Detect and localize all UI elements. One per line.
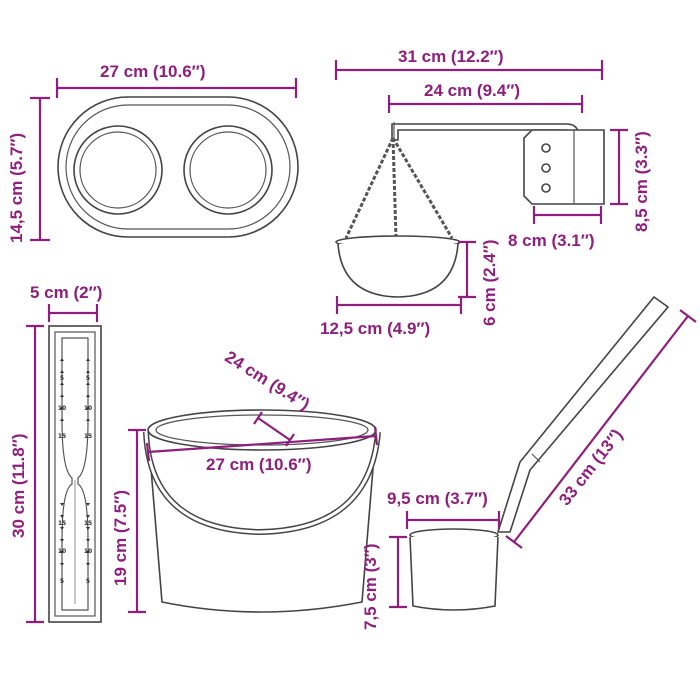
bracket-arm-dimension-line [387, 95, 584, 113]
hourglass-scale-mark: 5 [86, 375, 90, 382]
hourglass-tick-mark [60, 370, 64, 373]
tray-hole-right [183, 125, 273, 215]
cup-width-dimension-line [405, 511, 501, 529]
hourglass-width-dimension-line [47, 304, 99, 322]
hourglass-tick-mark [86, 394, 90, 397]
hourglass-tick-mark [86, 370, 90, 373]
ladle [409, 295, 670, 611]
tray-width-dimension-line [55, 78, 298, 98]
hourglass-scale-top: 5101551015 [58, 358, 92, 440]
hourglass-scale-mark: 15 [58, 520, 66, 527]
hourglass-tick-mark [60, 394, 64, 397]
hourglass-tick-mark [60, 503, 64, 506]
tray-width-label: 27 cm (10.6″) [100, 62, 206, 81]
bucket-inner-dimension-line [253, 411, 295, 447]
hourglass-tick-mark [60, 563, 64, 566]
plate-height-dimension-line [610, 128, 628, 206]
hourglass-tick-mark [86, 503, 90, 506]
bracket-total-dimension-line [334, 60, 604, 80]
hourglass-scale-mark: 5 [86, 578, 90, 585]
hourglass-scale-mark: 15 [58, 433, 66, 440]
hourglass-tick-mark [86, 563, 90, 566]
hourglass-tick-mark [60, 358, 64, 361]
hourglass-tick-mark [86, 382, 90, 385]
bowl-width-label: 12,5 cm (4.9″) [320, 319, 431, 338]
hourglass-tick-mark [60, 515, 64, 518]
bucket-height-label: 19 cm (7.5″) [111, 489, 130, 586]
tray-hole-left [73, 125, 163, 215]
hourglass-tick-mark [60, 418, 64, 421]
bucket-height-dimension-line [128, 428, 146, 614]
bucket-outer-label: 27 cm (10.6″) [206, 455, 312, 474]
hourglass-tick-mark [60, 527, 64, 530]
hourglass-scale-mark: 15 [84, 433, 92, 440]
bracket-arm-label: 24 cm (9.4″) [424, 81, 521, 100]
cup-height-dimension-line [389, 535, 407, 609]
cup-width-label: 9,5 cm (3.7″) [387, 489, 488, 508]
hourglass-tick-mark [60, 539, 64, 542]
hourglass-tick-mark [86, 539, 90, 542]
wall-bracket [391, 122, 605, 205]
hourglass-tick-mark [60, 382, 64, 385]
hourglass-tick-mark [86, 515, 90, 518]
hourglass-scale-mark: 5 [60, 578, 64, 585]
hourglass-width-label: 5 cm (2″) [30, 283, 103, 302]
bracket-total-label: 31 cm (12.2″) [398, 47, 504, 66]
hourglass-scale-mark: 15 [84, 520, 92, 527]
plate-width-dimension-line [532, 206, 603, 224]
hourglass-height-label: 30 cm (11.8″) [9, 433, 28, 538]
tray-height-dimension-line [30, 96, 50, 242]
tray [57, 96, 299, 238]
plate-height-label: 8,5 cm (3.3″) [632, 131, 651, 232]
hanging-bowl [335, 137, 461, 298]
bowl-height-label: 6 cm (2.4″) [480, 239, 499, 326]
plate-width-label: 8 cm (3.1″) [508, 231, 595, 250]
ladle-length-dimension-line [505, 309, 697, 549]
hourglass-scale-mark: 5 [60, 375, 64, 382]
bucket [143, 409, 381, 613]
hourglass-tick-mark [60, 551, 64, 554]
bowl-width-dimension-line [335, 296, 463, 314]
bowl-height-dimension-line [458, 240, 476, 299]
bucket-outer-dimension-line [145, 426, 379, 462]
hourglass-tick-mark [86, 418, 90, 421]
hourglass-tick-mark [86, 527, 90, 530]
tray-height-label: 14,5 cm (5.7″) [7, 132, 26, 243]
hourglass-tick-mark [86, 358, 90, 361]
cup-height-label: 7,5 cm (3″) [361, 543, 380, 630]
hourglass-height-dimension-line [26, 324, 44, 624]
hourglass: 5101551015 1510515105 [48, 325, 102, 623]
hourglass-tick-mark [86, 551, 90, 554]
hourglass-tick-mark [86, 406, 90, 409]
hourglass-tick-mark [60, 406, 64, 409]
hourglass-scale-bottom: 1510515105 [58, 503, 92, 585]
